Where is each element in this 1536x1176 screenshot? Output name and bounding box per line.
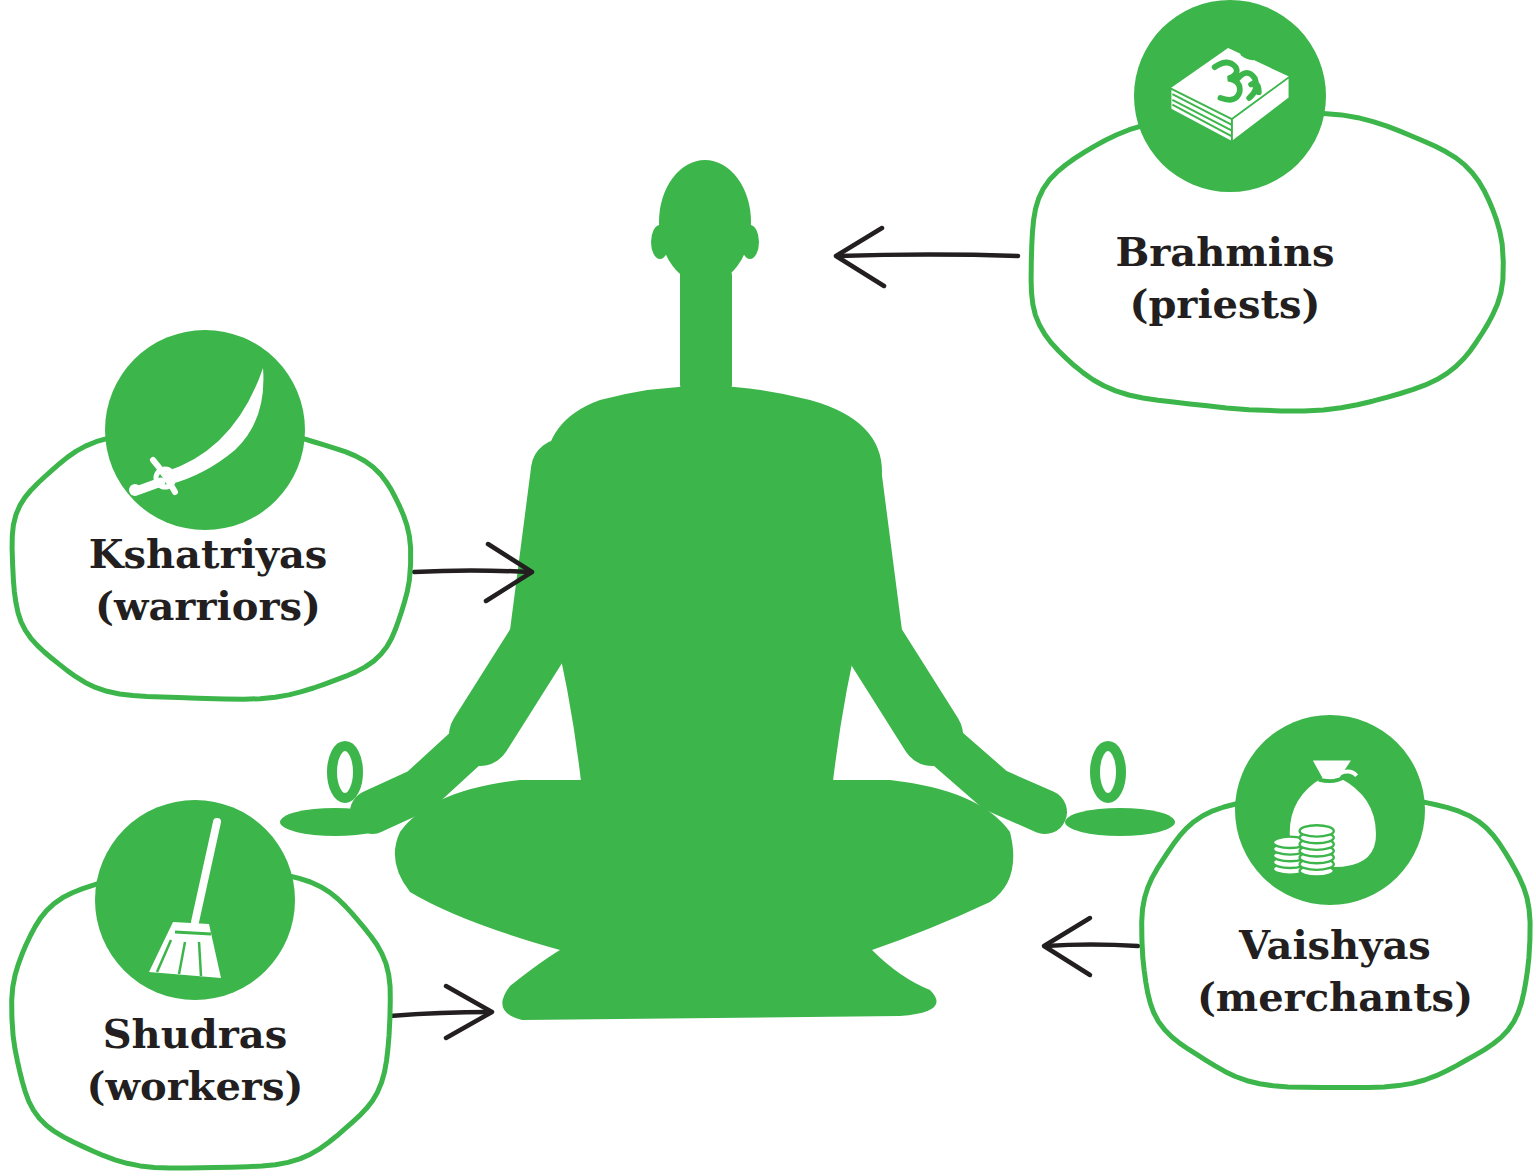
icon-disc bbox=[1235, 715, 1425, 905]
caste-node: Shudras (workers) bbox=[8, 798, 394, 1174]
node-outline bbox=[8, 328, 414, 704]
hands bbox=[280, 808, 1175, 836]
arms bbox=[332, 470, 1121, 812]
icon-disc bbox=[105, 330, 305, 530]
node-outline bbox=[1138, 712, 1534, 1092]
node-label: Kshatriyas (warriors) bbox=[89, 528, 328, 632]
arrow bbox=[390, 986, 492, 1038]
caste-icon bbox=[149, 822, 221, 978]
caste-node: Vaishyas (merchants) bbox=[1138, 712, 1534, 1092]
arrow bbox=[836, 228, 1018, 286]
arrow bbox=[414, 544, 532, 601]
node-outline bbox=[1025, 0, 1505, 412]
node-label: Brahmins (priests) bbox=[1115, 226, 1334, 330]
caste-icon bbox=[129, 368, 263, 496]
caste-icon bbox=[1273, 761, 1376, 877]
caste-node: Brahmins (priests) bbox=[1025, 0, 1505, 412]
arrow bbox=[1044, 918, 1138, 975]
silhouette bbox=[395, 160, 1013, 1020]
node-label: Vaishyas (merchants) bbox=[1197, 919, 1473, 1023]
node-label: Shudras (workers) bbox=[87, 1008, 304, 1112]
caste-node: Kshatriyas (warriors) bbox=[8, 328, 414, 704]
caste-icon bbox=[1170, 48, 1289, 142]
node-outline bbox=[8, 798, 394, 1174]
icon-disc bbox=[95, 800, 295, 1000]
icon-disc bbox=[1134, 0, 1326, 192]
